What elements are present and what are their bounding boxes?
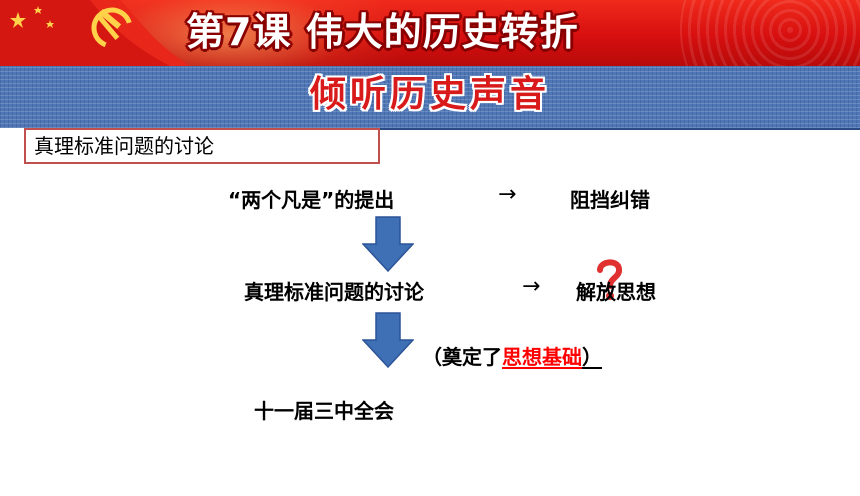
note-close: ） — [582, 345, 602, 369]
foundation-note: （奠定了思想基础） — [422, 341, 602, 370]
note-open: （奠定了 — [422, 345, 502, 369]
flow-row1-left: “两个凡是”的提出 — [228, 188, 395, 212]
lesson-title: 第7课 伟大的历史转折 — [186, 10, 579, 54]
topic-label-box: 真理标准问题的讨论 — [24, 128, 380, 164]
flow-row2-left: 真理标准问题的讨论 — [244, 280, 424, 304]
flow-row1-arrow: → — [498, 182, 517, 207]
question-mark-icon — [597, 259, 623, 300]
flow-row2-right: 解放思想 — [576, 280, 656, 304]
header-banner: 第7课 伟大的历史转折 — [0, 0, 860, 66]
topic-label: 真理标准问题的讨论 — [34, 134, 214, 158]
flow-row3: 十一届三中全会 — [254, 399, 394, 423]
down-arrow-icon — [362, 216, 414, 272]
subtitle-strip — [0, 66, 860, 128]
party-flag-graphic — [0, 0, 190, 66]
flow-row2-arrow: → — [522, 274, 541, 299]
flow-row1-right: 阻挡纠错 — [570, 188, 650, 212]
party-emblem-icon — [91, 7, 133, 49]
banner-decoration — [680, 0, 860, 66]
section-subtitle: 倾听历史声音 — [309, 74, 550, 115]
note-highlight: 思想基础 — [502, 345, 582, 369]
divider-line — [24, 128, 860, 130]
down-arrow-icon — [362, 312, 414, 368]
